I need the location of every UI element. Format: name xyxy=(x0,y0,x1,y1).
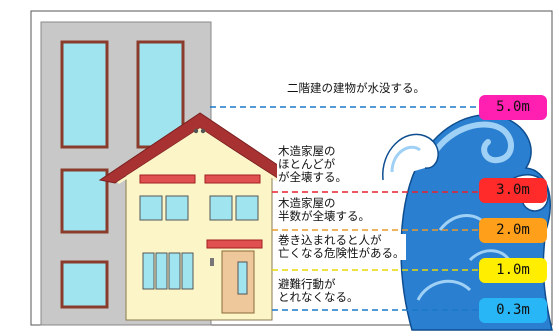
house-window xyxy=(165,195,189,221)
depth-badge-0-3m: 0.3m xyxy=(479,298,547,323)
house-window xyxy=(139,195,163,221)
house-window xyxy=(209,195,233,221)
depth-badge-3m: 3.0m xyxy=(479,178,547,203)
depth-lines xyxy=(210,106,480,311)
house-door xyxy=(221,250,255,314)
depth-badge-5m: 5.0m xyxy=(479,95,547,120)
house-window xyxy=(155,252,168,290)
description-2m: 木造家屋の 半数が全壊する。 xyxy=(277,196,371,223)
house-window xyxy=(142,252,155,290)
house-window xyxy=(181,252,194,290)
house-window xyxy=(168,252,181,290)
house-window xyxy=(235,195,259,221)
description-0-3m: 避難行動が とれなくなる。 xyxy=(277,277,360,304)
description-5m: 二階建の建物が水没する。 xyxy=(286,81,426,95)
depth-badge-1m: 1.0m xyxy=(479,258,547,283)
attic-vent xyxy=(193,128,199,134)
attic-vent xyxy=(200,128,206,134)
building-window xyxy=(60,260,109,309)
building-window xyxy=(60,40,109,149)
depth-badge-2m: 2.0m xyxy=(479,218,547,243)
description-1m: 巻き込まれると人が 亡くなる危険性がある。 xyxy=(277,233,406,260)
wooden-house xyxy=(98,112,302,321)
description-3m: 木造家屋の ほとんどが が全壊する。 xyxy=(277,144,348,184)
